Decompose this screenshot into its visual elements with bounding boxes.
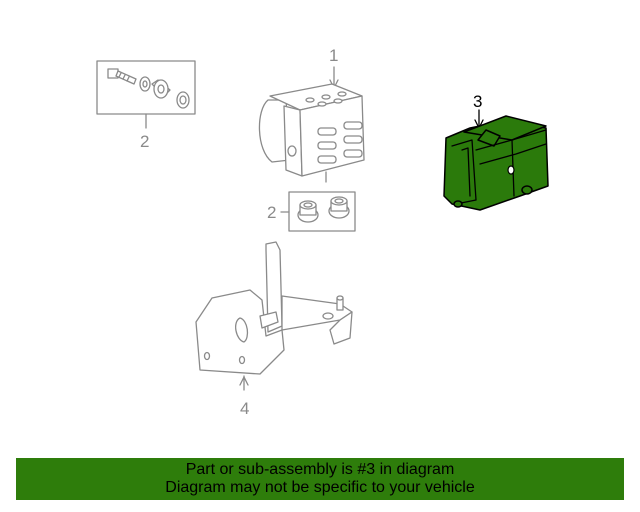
part-4-bracket[interactable]: [195, 241, 353, 391]
callout-3: 3: [473, 92, 482, 111]
banner-line-1: Part or sub-assembly is #3 in diagram: [185, 461, 455, 478]
part-2-isolator-kit[interactable]: [280, 191, 356, 232]
callout-4: 4: [240, 399, 249, 418]
bolt: [107, 68, 137, 85]
callout-2-top: 2: [140, 132, 149, 151]
isolator-left: [297, 200, 319, 223]
callout-2-middle: 2: [267, 203, 276, 222]
part-2-hardware-kit[interactable]: [96, 60, 196, 129]
part-3-control-module[interactable]: 3: [443, 92, 549, 211]
washer-small: [139, 76, 151, 92]
bushing: [151, 79, 171, 99]
isolator-right: [328, 196, 350, 219]
part-1-abs-modulator[interactable]: 1: [258, 46, 365, 183]
callout-1: 1: [329, 46, 338, 65]
info-banner: Part or sub-assembly is #3 in diagram Di…: [16, 458, 624, 500]
banner-line-2: Diagram may not be specific to your vehi…: [165, 479, 475, 496]
washer-large: [176, 91, 190, 109]
